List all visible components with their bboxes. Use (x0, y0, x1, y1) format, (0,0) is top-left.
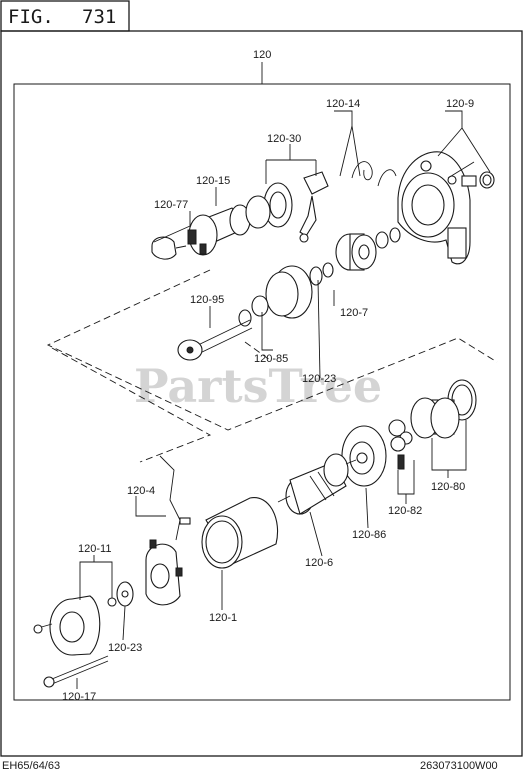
callout-labels: 120-14 120-9 120-30 120-15 120-77 120-95… (62, 98, 474, 703)
callout-120-6: 120-6 (305, 557, 333, 569)
callout-120-86: 120-86 (352, 529, 386, 541)
watermark: PartsTree (134, 359, 382, 413)
callout-120-77: 120-77 (154, 199, 188, 211)
callout-120-17: 120-17 (62, 691, 96, 703)
footer-code: 263073100W00 (420, 760, 498, 772)
figure-header: FIG. 731 (0, 0, 130, 32)
leader-lines (76, 110, 491, 689)
figure-number: 731 (82, 6, 116, 28)
callout-120-23-bottom: 120-23 (108, 642, 142, 654)
yoke (201, 497, 278, 569)
figure-prefix: FIG. (8, 6, 54, 28)
callout-120-11: 120-11 (78, 543, 111, 555)
callout-120-23-top: 120-23 (302, 373, 336, 385)
pinion-shaft (177, 319, 253, 361)
center-bracket (238, 262, 334, 327)
rear-end-cover (33, 595, 117, 656)
callout-120-7: 120-7 (340, 307, 368, 319)
shift-spring (351, 161, 397, 187)
brush-holder (145, 455, 191, 606)
alignment-guides (46, 269, 498, 463)
callout-120-30: 120-30 (267, 133, 301, 145)
sheet-frame (0, 30, 523, 757)
internal-gear-plate (341, 425, 387, 487)
terminal-cap (151, 236, 187, 260)
callout-120-1: 120-1 (209, 612, 237, 624)
callout-120-9: 120-9 (446, 98, 474, 110)
drive-housing (397, 151, 495, 265)
solenoid-switch (187, 195, 271, 256)
assembly-label: 120 (253, 49, 271, 61)
footer: EH65/64/63 263073100W00 (2, 760, 498, 772)
through-bolt (43, 655, 109, 688)
gasket-and-lever (263, 171, 329, 243)
callout-120-95: 120-95 (190, 294, 224, 306)
planetary-gear-set (388, 379, 477, 470)
callout-120-80: 120-80 (431, 481, 465, 493)
callout-120-82: 120-82 (388, 505, 422, 517)
callout-120-4: 120-4 (127, 485, 155, 497)
callout-120-15: 120-15 (196, 175, 230, 187)
thrust-washer (116, 581, 134, 607)
armature (277, 453, 357, 515)
overrunning-clutch (335, 227, 401, 271)
callout-120-85: 120-85 (254, 353, 288, 365)
callout-120-14: 120-14 (326, 98, 360, 110)
footer-models: EH65/64/63 (2, 760, 60, 772)
